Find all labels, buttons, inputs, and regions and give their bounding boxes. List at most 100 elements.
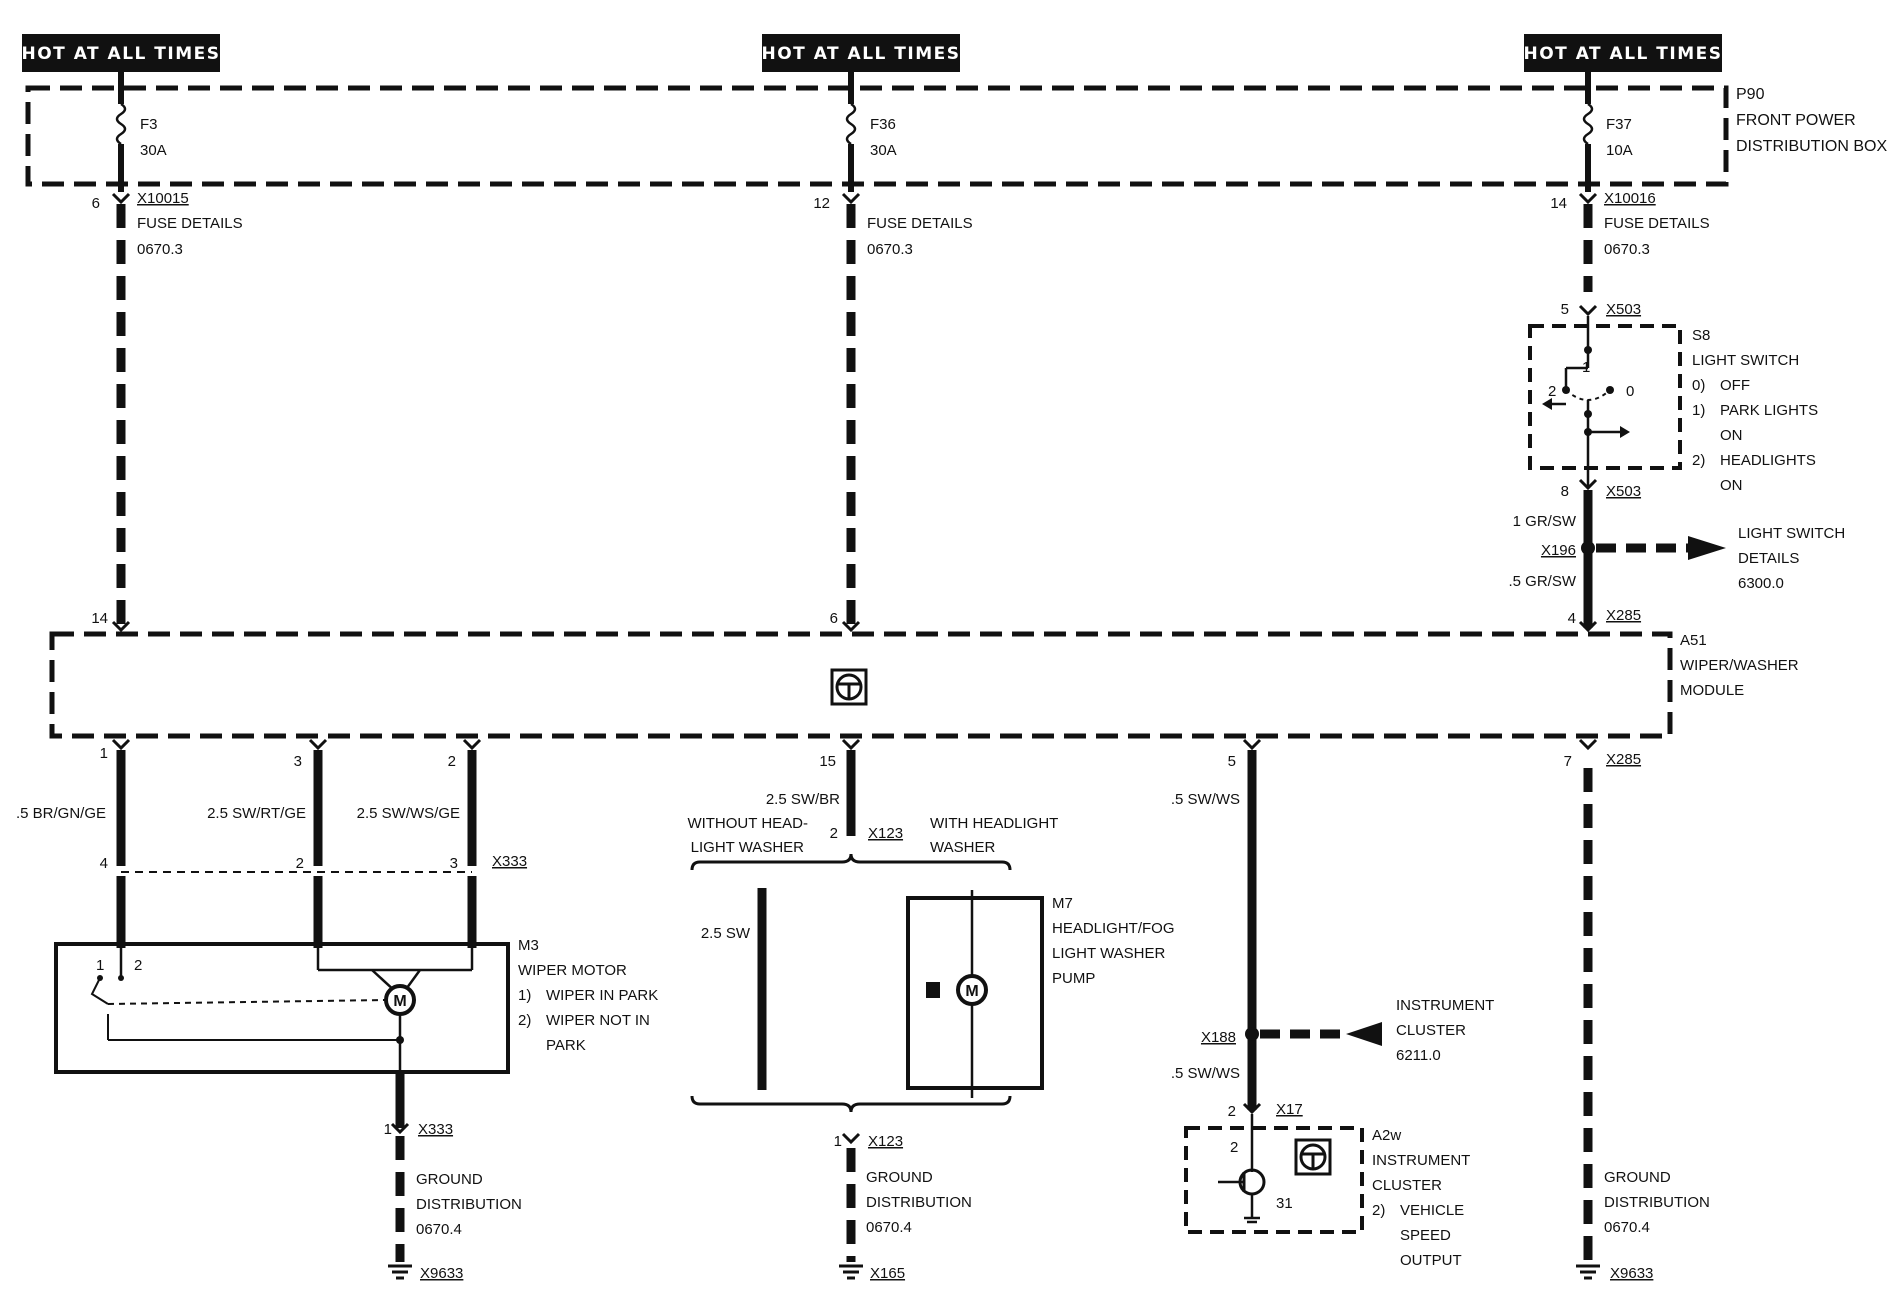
- wire-25swbr: 2.5 SW/BR: [766, 791, 840, 808]
- s8-pos-0-text: OFF: [1720, 377, 1750, 394]
- without-washer-1: WITHOUT HEAD-: [687, 815, 808, 832]
- wiper-motor-box: [54, 942, 510, 1074]
- fusebox-id: P90: [1736, 86, 1765, 103]
- s8-connector-bottom: X503: [1606, 483, 1641, 500]
- a51-pin-14: 14: [91, 610, 108, 627]
- arrow-left-icon: [1346, 1022, 1382, 1046]
- transistor-icon: [1218, 1168, 1266, 1196]
- m3-ground-label-2: DISTRIBUTION: [416, 1196, 522, 1213]
- m7-name-2: LIGHT WASHER: [1052, 945, 1166, 962]
- x196-details-2: DETAILS: [1738, 550, 1799, 567]
- s8-name: LIGHT SWITCH: [1692, 352, 1799, 369]
- cluster-note-num: 2): [1372, 1202, 1385, 1219]
- x123-pin: 2: [830, 825, 838, 842]
- splice-x188: X188: [1201, 1029, 1236, 1046]
- m3-note-2-text: WIPER NOT IN: [546, 1012, 650, 1029]
- with-washer-1: WITH HEADLIGHT: [930, 815, 1058, 832]
- fuse-f3: F3 30A: [115, 72, 167, 192]
- x333-pin-3: 3: [450, 855, 458, 872]
- a51-pin-15: 15: [819, 753, 836, 770]
- brace-bottom: [690, 1095, 1012, 1113]
- ground-icon: [839, 1264, 863, 1280]
- s8-pos-3-num: 2): [1692, 452, 1705, 469]
- wire-05grsw: .5 GR/SW: [1508, 573, 1576, 590]
- x196-details-1: LIGHT SWITCH: [1738, 525, 1845, 542]
- wire-05brgnge: .5 BR/GN/GE: [16, 805, 106, 822]
- right-ground-ref: 0670.4: [1604, 1219, 1650, 1236]
- s8-pos-1-num: 1): [1692, 402, 1705, 419]
- fuse-f36-id: F36: [870, 116, 896, 133]
- m7-id: M7: [1052, 895, 1073, 912]
- splice-x196: X196: [1541, 542, 1576, 559]
- m3-note-3-text: PARK: [546, 1037, 586, 1054]
- fuse-f3-rating: 30A: [140, 142, 167, 159]
- x123-id: X123: [868, 825, 903, 842]
- x17-pin: 2: [1228, 1103, 1236, 1120]
- fuse-f3-ref: 0670.3: [137, 241, 183, 258]
- steering-wheel-icon: [1294, 1138, 1332, 1176]
- fuse-f36-details: FUSE DETAILS: [867, 215, 973, 232]
- a51-connector-top: X285: [1606, 607, 1641, 624]
- arrow-right-icon: [1688, 536, 1726, 560]
- s8-pos-0-num: 0): [1692, 377, 1705, 394]
- m3-name: WIPER MOTOR: [518, 962, 627, 979]
- steering-wheel-icon: [830, 668, 868, 706]
- x196-details-ref: 6300.0: [1738, 575, 1784, 592]
- cluster-ground-pin: 31: [1276, 1195, 1293, 1212]
- header-center: HOT AT ALL TIMES: [762, 34, 960, 72]
- fusebox-outline: [25, 85, 1729, 187]
- ground-icon: [1576, 1264, 1600, 1280]
- pump-marker-icon: [926, 982, 940, 998]
- right-ground-point: X9633: [1610, 1265, 1653, 1282]
- x123-ground-pin: 1: [834, 1133, 842, 1150]
- fuse-f37-id: F37: [1606, 116, 1632, 133]
- cluster-name-1: INSTRUMENT: [1372, 1152, 1470, 1169]
- m3-ground-pin: 1: [384, 1121, 392, 1138]
- without-washer-2: LIGHT WASHER: [691, 839, 805, 856]
- x123-ground-point: X165: [870, 1265, 905, 1282]
- connector-x10016: X10016: [1604, 190, 1656, 207]
- pin-6-f3: 6: [92, 195, 100, 212]
- brace-top: [690, 853, 1012, 871]
- a51-pin-1: 1: [100, 745, 108, 762]
- wiper-washer-module: [49, 631, 1673, 739]
- x333-id: X333: [492, 853, 527, 870]
- x123-ground-ref: 0670.4: [866, 1219, 912, 1236]
- fuse-f37-details: FUSE DETAILS: [1604, 215, 1710, 232]
- wire-05swws: .5 SW/WS: [1171, 791, 1240, 808]
- s8-pos-3-text: HEADLIGHTS: [1720, 452, 1816, 469]
- fuse-f36: F36 30A: [845, 72, 897, 192]
- a51-pin-2: 2: [448, 753, 456, 770]
- x123-ground-connector: X123: [868, 1133, 903, 1150]
- s8-pos-1-text: PARK LIGHTS: [1720, 402, 1818, 419]
- cluster-name-2: CLUSTER: [1372, 1177, 1442, 1194]
- s8-contact-1: 1: [1582, 359, 1590, 376]
- s8-pos-2-text: ON: [1720, 427, 1743, 444]
- header-right: HOT AT ALL TIMES: [1524, 34, 1722, 72]
- m3-note-2-num: 2): [518, 1012, 531, 1029]
- cluster-inner-pin: 2: [1230, 1139, 1238, 1156]
- m3-contact-2: 2: [134, 957, 142, 974]
- s8-connector-top: X503: [1606, 301, 1641, 318]
- wire-05swws-2: .5 SW/WS: [1171, 1065, 1240, 1082]
- fuse-f37-rating: 10A: [1606, 142, 1633, 159]
- s8-pin-top: 5: [1561, 301, 1569, 318]
- s8-contact-2: 2: [1548, 383, 1556, 400]
- wire-1grsw: 1 GR/SW: [1513, 513, 1577, 530]
- header-left: HOT AT ALL TIMES: [22, 34, 221, 72]
- svg-text:HOT AT ALL TIMES: HOT AT ALL TIMES: [22, 44, 221, 64]
- right-ground-label-1: GROUND: [1604, 1169, 1671, 1186]
- right-ground-label-2: DISTRIBUTION: [1604, 1194, 1710, 1211]
- s8-pin-bottom: 8: [1561, 483, 1569, 500]
- s8-id: S8: [1692, 327, 1710, 344]
- washer-pump-motor-icon: M: [956, 974, 988, 1006]
- x188-label-2: CLUSTER: [1396, 1022, 1466, 1039]
- m3-id: M3: [518, 937, 539, 954]
- fuse-f36-ref: 0670.3: [867, 241, 913, 258]
- a51-pin-6: 6: [830, 610, 838, 627]
- cluster-note-3: OUTPUT: [1400, 1252, 1462, 1269]
- m7-name-3: PUMP: [1052, 970, 1095, 987]
- x188-ref: 6211.0: [1396, 1047, 1441, 1064]
- ground-icon: [388, 1264, 412, 1280]
